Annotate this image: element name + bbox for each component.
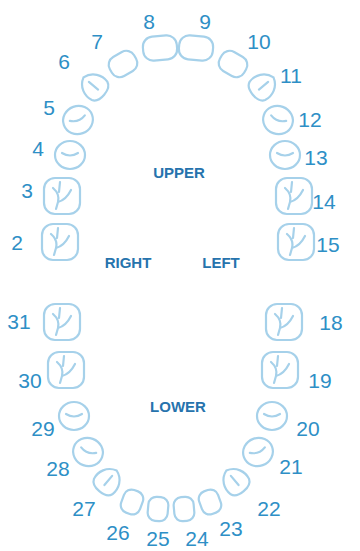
- tooth-number: 12: [298, 109, 321, 130]
- molar-tooth: [48, 352, 84, 388]
- molar-tooth: [266, 304, 302, 340]
- tooth-number: 5: [43, 97, 55, 118]
- arch-label: LOWER: [150, 399, 206, 414]
- incisor-tooth: [196, 487, 223, 516]
- tooth-number: 3: [21, 180, 33, 201]
- tooth-number: 10: [247, 31, 270, 52]
- tooth-number: 19: [308, 370, 331, 391]
- tooth-number: 29: [31, 418, 54, 439]
- tooth-number: 13: [304, 147, 327, 168]
- premolar-tooth: [259, 102, 297, 139]
- tooth-number: 21: [279, 456, 302, 477]
- tooth-number: 6: [58, 51, 70, 72]
- premolar-tooth: [239, 434, 277, 471]
- canine-tooth: [245, 68, 282, 105]
- molar-tooth: [262, 352, 298, 388]
- tooth-number: 25: [146, 527, 169, 548]
- canine-tooth: [90, 462, 127, 499]
- molar-tooth: [42, 224, 78, 260]
- incisor-tooth: [118, 487, 145, 516]
- incisor-tooth: [173, 496, 195, 522]
- tooth-number: 18: [319, 312, 342, 333]
- tooth-number: 15: [316, 234, 339, 255]
- tooth-number: 9: [199, 11, 211, 32]
- molar-tooth: [44, 304, 80, 340]
- tooth-number: 14: [312, 191, 335, 212]
- tooth-number: 24: [185, 527, 208, 548]
- arch-label: RIGHT: [105, 255, 152, 270]
- molar-tooth: [278, 224, 314, 260]
- tooth-number: 2: [11, 232, 23, 253]
- canine-tooth: [217, 462, 254, 499]
- tooth-number: 4: [32, 138, 44, 159]
- incisor-tooth: [105, 47, 140, 80]
- premolar-tooth: [69, 434, 107, 471]
- molar-tooth: [276, 178, 312, 214]
- molar-tooth: [44, 178, 80, 214]
- tooth-number: 23: [219, 518, 242, 539]
- arch-label: LEFT: [202, 255, 240, 270]
- incisor-tooth: [178, 35, 214, 62]
- premolar-tooth: [59, 402, 89, 430]
- tooth-number: 31: [7, 311, 30, 332]
- incisor-tooth: [147, 496, 169, 522]
- tooth-number: 22: [257, 498, 280, 519]
- premolar-tooth: [55, 141, 85, 169]
- canine-tooth: [75, 68, 112, 105]
- tooth-number: 20: [296, 418, 319, 439]
- tooth-number: 26: [106, 522, 129, 543]
- tooth-number: 27: [72, 498, 95, 519]
- tooth-number: 11: [280, 65, 302, 86]
- incisor-tooth: [142, 35, 178, 62]
- premolar-tooth: [270, 141, 300, 169]
- tooth-number: 28: [46, 458, 69, 479]
- incisor-tooth: [215, 47, 250, 80]
- premolar-tooth: [257, 402, 287, 430]
- arch-label: UPPER: [153, 165, 205, 180]
- premolar-tooth: [59, 102, 97, 139]
- tooth-number: 8: [143, 11, 155, 32]
- tooth-number: 7: [91, 31, 103, 52]
- tooth-number: 30: [18, 370, 41, 391]
